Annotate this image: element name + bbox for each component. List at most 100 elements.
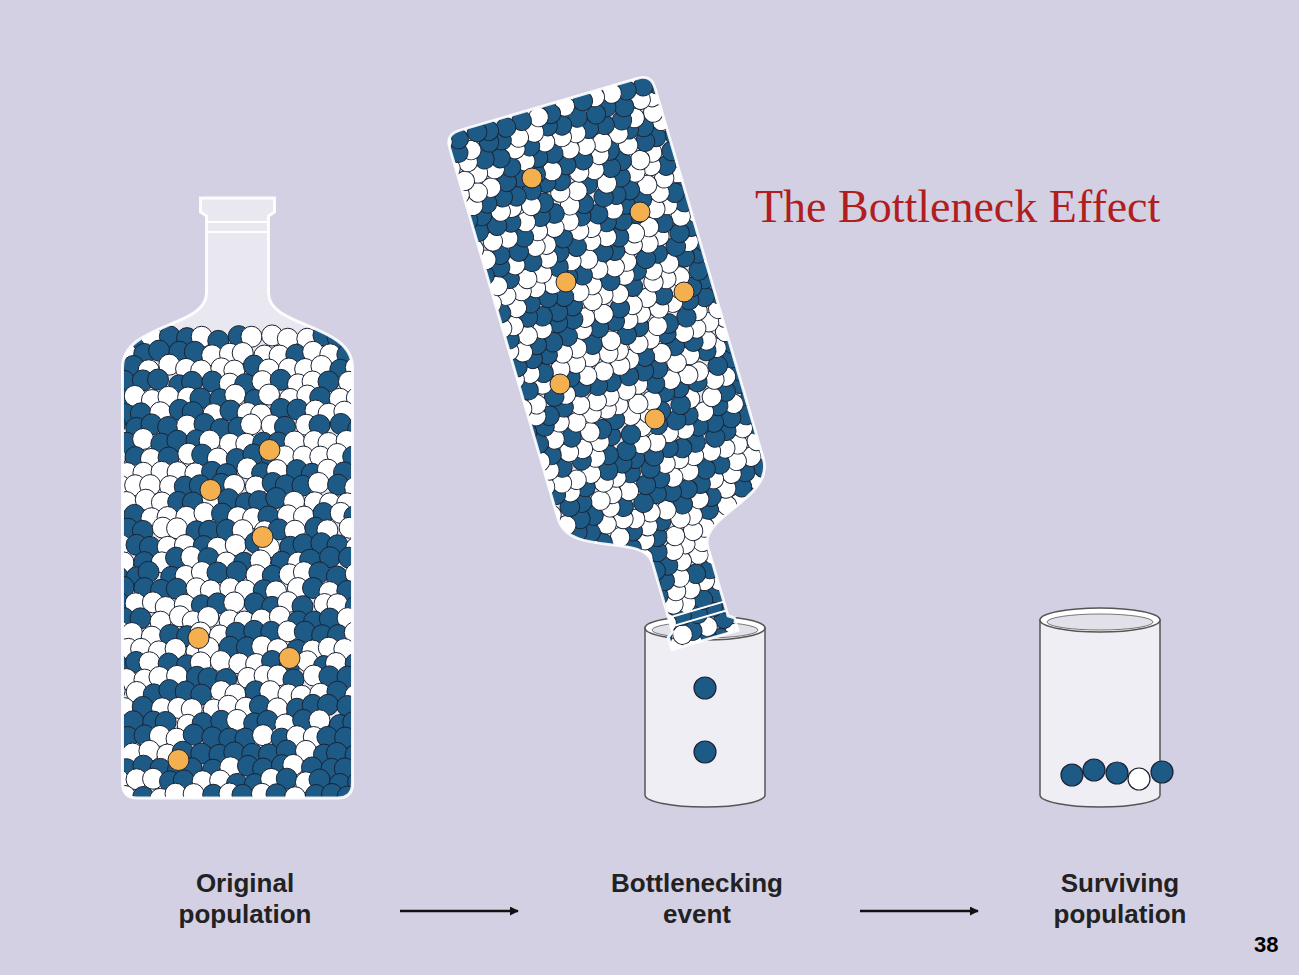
flow-arrow (400, 910, 518, 913)
stage-label-holder: Bottlenecking event (597, 868, 797, 930)
allele-ball (582, 630, 606, 654)
allele-ball (608, 624, 632, 648)
allele-ball (104, 325, 125, 346)
allele-ball (597, 629, 621, 653)
allele-ball (742, 597, 766, 621)
allele-ball (626, 564, 650, 588)
surviving-ball (1106, 762, 1128, 784)
allele-ball (582, 616, 606, 640)
allele-ball (748, 586, 772, 610)
allele-ball (594, 642, 618, 666)
rare-allele-ball (279, 648, 300, 669)
stage-label-holder: Original population (155, 868, 335, 930)
allele-ball (767, 566, 791, 590)
allele-ball (714, 533, 738, 557)
allele-ball (760, 539, 784, 563)
rare-alleles (168, 440, 300, 771)
allele-ball (742, 541, 766, 565)
allele-ball (266, 784, 287, 805)
allele-ball (722, 560, 746, 584)
surviving-ball (694, 741, 716, 763)
bottle-neck-ring (207, 222, 269, 232)
allele-ball (571, 565, 595, 589)
allele-ball (600, 555, 624, 579)
bottle-outline (123, 198, 353, 798)
allele-ball (573, 606, 597, 630)
bottle-outline (446, 74, 808, 670)
allele-ball (756, 497, 780, 521)
stage-label: Original population (155, 868, 335, 930)
rare-allele-ball (550, 374, 570, 394)
allele-ball (573, 590, 597, 614)
allele-ball (760, 579, 784, 603)
rare-allele-ball (252, 527, 273, 548)
bottle-neck-ring (668, 602, 726, 627)
allele-ball (762, 467, 786, 491)
rare-allele-ball (522, 168, 542, 188)
original-bottle (104, 198, 369, 809)
allele-ball (617, 591, 641, 615)
allele-ball (768, 607, 792, 631)
allele-ball (751, 570, 775, 594)
stage-label-holder: Surviving population (1030, 868, 1210, 930)
ball-fill (104, 325, 369, 810)
cup-inner-rim (1047, 614, 1153, 630)
stage-label: Bottlenecking event (597, 868, 797, 930)
surviving-ball (694, 677, 716, 699)
ball-fill (430, 66, 827, 686)
allele-ball (747, 524, 771, 548)
allele-ball (253, 725, 274, 746)
stage-label: Surviving population (1030, 868, 1210, 930)
title-holder: The Bottleneck Effect (755, 180, 1160, 233)
allele-ball (584, 559, 608, 583)
rare-allele-ball (200, 480, 221, 501)
allele-ball (632, 587, 656, 611)
allele-ball (634, 644, 658, 668)
allele-ball (738, 573, 762, 597)
rare-allele-ball (259, 440, 280, 461)
allele-ball (779, 561, 803, 585)
bottle-glass (446, 74, 808, 670)
allele-ball (739, 615, 763, 639)
allele-ball (771, 533, 795, 557)
allele-ball (769, 493, 793, 517)
allele-ball (597, 615, 621, 639)
allele-ball (183, 784, 204, 805)
allele-ball (737, 557, 761, 581)
allele-ball (615, 608, 639, 632)
allele-ball (581, 575, 605, 599)
allele-ball (585, 658, 609, 682)
rare-allele-ball (556, 272, 576, 292)
allele-ball (339, 547, 360, 568)
rare-allele-ball (630, 202, 650, 222)
surviving-ball (1061, 764, 1083, 786)
allele-ball (232, 784, 253, 805)
loose-balls (522, 168, 1173, 790)
allele-ball (587, 544, 611, 568)
allele-ball (791, 585, 815, 609)
allele-ball (557, 556, 581, 580)
allele-ball (734, 514, 758, 538)
allele-ball (766, 508, 790, 532)
cup-survivors (1040, 608, 1160, 807)
rare-allele-ball (168, 750, 189, 771)
title: The Bottleneck Effect (755, 180, 1160, 233)
allele-ball (728, 547, 752, 571)
allele-ball (624, 617, 648, 641)
allele-ball (638, 631, 662, 655)
allele-ball (613, 552, 637, 576)
allele-ball (778, 576, 802, 600)
tipped-bottle (430, 66, 827, 686)
rare-allele-ball (188, 628, 209, 649)
allele-ball (734, 586, 758, 610)
allele-ball (714, 548, 738, 572)
allele-ball (800, 597, 824, 621)
surviving-ball (1083, 759, 1105, 781)
allele-ball (592, 587, 616, 611)
allele-ball (793, 570, 817, 594)
allele-ball (572, 548, 596, 572)
allele-ball (721, 520, 745, 544)
bottles (104, 66, 827, 809)
allele-ball (610, 566, 634, 590)
